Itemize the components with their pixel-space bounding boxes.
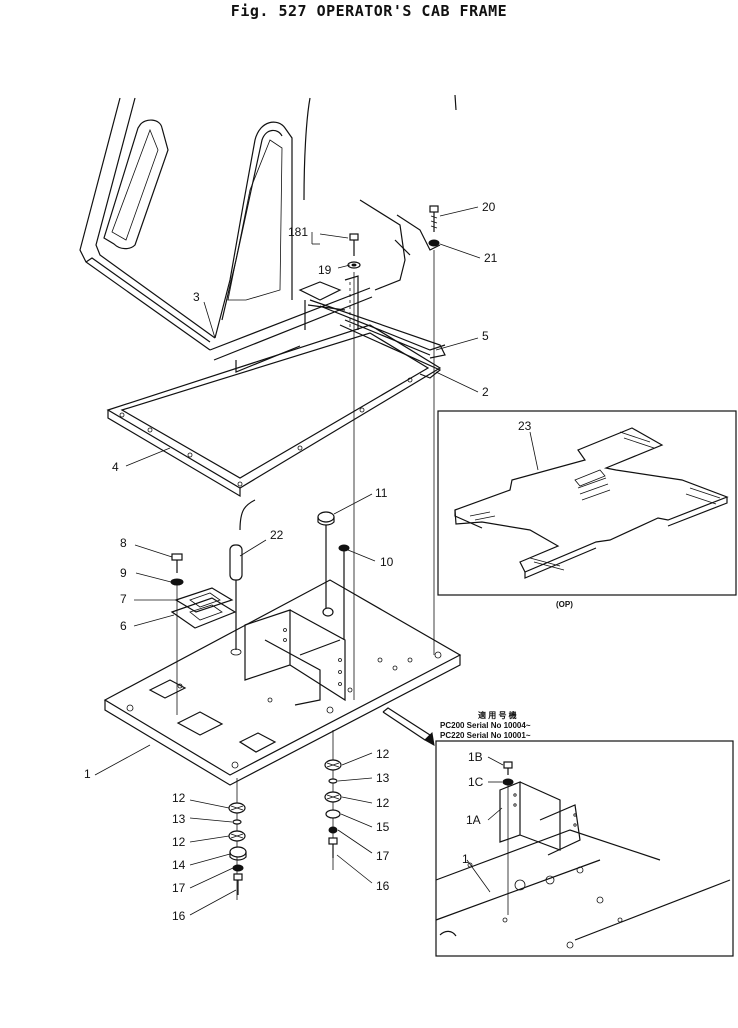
callout-9: 9 xyxy=(120,566,127,580)
callout-12-left-bottom: 12 xyxy=(172,835,186,849)
callout-16-left: 16 xyxy=(172,909,186,923)
callout-5: 5 xyxy=(482,329,489,343)
serial-line-1: PC200 Serial No 10004~ xyxy=(440,721,531,730)
callout-21: 21 xyxy=(484,251,498,265)
callout-6: 6 xyxy=(120,619,127,633)
callout-17-left: 17 xyxy=(172,881,186,895)
callout-3: 3 xyxy=(193,290,200,304)
inset-serial-detail xyxy=(435,740,734,957)
callout-13-right: 13 xyxy=(376,771,390,785)
cover-plate-7 xyxy=(174,587,234,613)
callout-1a: 1A xyxy=(466,813,481,827)
callout-1: 1 xyxy=(84,767,91,781)
washer-9 xyxy=(170,578,184,586)
callout-11: 11 xyxy=(375,486,388,500)
floor-frame-4 xyxy=(106,324,442,498)
callout-12-right-bottom: 12 xyxy=(376,796,390,810)
callout-1b: 1B xyxy=(468,750,483,764)
lever-22 xyxy=(229,499,256,656)
callout-8: 8 xyxy=(120,536,127,550)
leader-lines xyxy=(94,206,539,916)
washer-21 xyxy=(428,239,440,247)
callout-20: 20 xyxy=(482,200,496,214)
callout-17-right: 17 xyxy=(376,849,390,863)
callout-13-left: 13 xyxy=(172,812,186,826)
callout-10: 10 xyxy=(380,555,394,569)
callout-16-right: 16 xyxy=(376,879,390,893)
callout-22: 22 xyxy=(270,528,284,542)
serial-header: 適 用 号 機 xyxy=(478,710,517,720)
bolt-181 xyxy=(349,233,359,256)
bolt-20 xyxy=(429,205,439,232)
side-rail-2 xyxy=(339,324,442,379)
figure-title: Fig. 527 OPERATOR'S CAB FRAME xyxy=(230,2,508,20)
callout-1c: 1C xyxy=(468,775,484,789)
callout-15: 15 xyxy=(376,820,390,834)
callout-14: 14 xyxy=(172,858,186,872)
callout-23: 23 xyxy=(518,419,532,433)
optional-label: (OP) xyxy=(556,600,573,609)
gasket-6 xyxy=(170,597,237,629)
inset-arrow xyxy=(382,711,426,741)
callout-12-right-top: 12 xyxy=(376,747,390,761)
side-rail-5 xyxy=(309,299,446,359)
callout-4: 4 xyxy=(112,460,119,474)
callout-1-inset: 1 xyxy=(462,852,469,866)
mount-left xyxy=(228,802,247,895)
knob-11 xyxy=(317,511,335,617)
mount-right xyxy=(324,759,342,858)
seat-bracket xyxy=(244,609,346,706)
floor-plate-1 xyxy=(103,579,462,786)
bolt-8 xyxy=(171,553,183,573)
callout-2: 2 xyxy=(482,385,489,399)
callout-181: 181 xyxy=(288,225,308,239)
inset-floor-mat xyxy=(437,410,737,596)
callout-7: 7 xyxy=(120,592,127,606)
callout-12-left-top: 12 xyxy=(172,791,186,805)
serial-line-2: PC220 Serial No 10001~ xyxy=(440,731,531,740)
callout-19: 19 xyxy=(318,263,332,277)
cable-10 xyxy=(338,544,350,640)
